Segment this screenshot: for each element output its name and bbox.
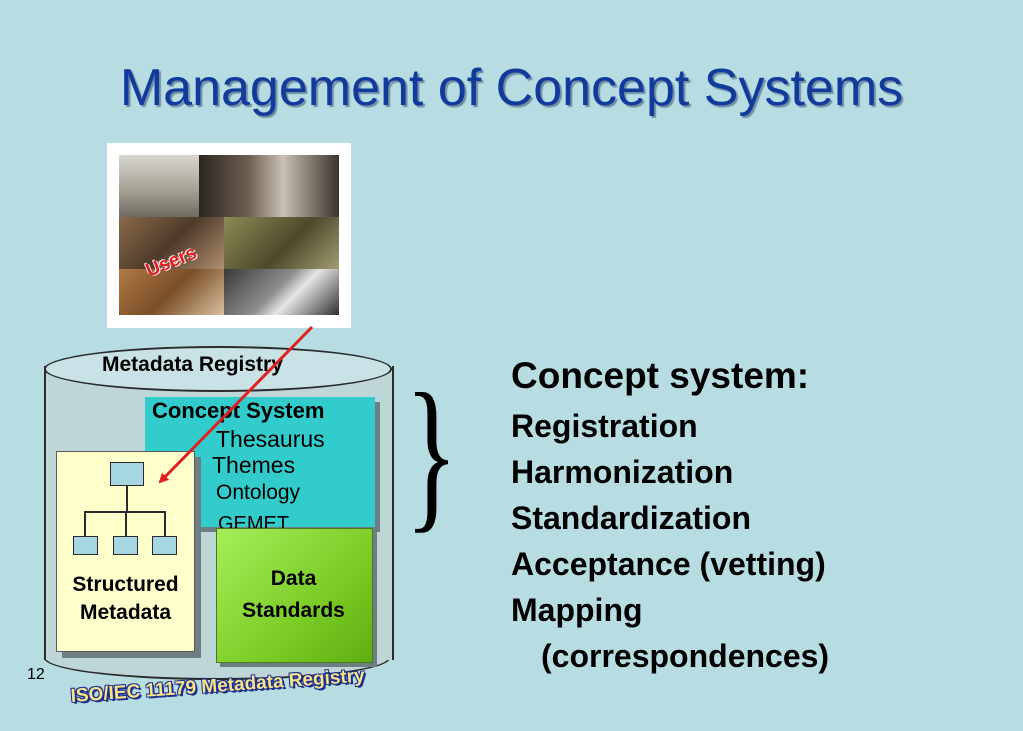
data-standards-box bbox=[216, 528, 373, 663]
tree-connector bbox=[164, 511, 166, 537]
data-standards-line1: Data bbox=[270, 567, 317, 590]
computer-user-photo bbox=[119, 269, 224, 315]
tree-connector bbox=[84, 511, 86, 537]
tree-connector bbox=[126, 486, 128, 512]
structured-metadata-label: Structured Metadata bbox=[56, 571, 195, 627]
tree-child-node bbox=[73, 536, 98, 555]
data-standards-line2: Standards bbox=[242, 599, 345, 622]
list-item-mapping: Mapping bbox=[511, 592, 643, 628]
grouping-brace: } bbox=[405, 359, 459, 547]
data-standards-label: Data Standards bbox=[216, 563, 371, 627]
cylinder-top bbox=[44, 346, 392, 392]
users-photo-collage bbox=[107, 143, 351, 328]
capitol-building-photo bbox=[119, 155, 199, 217]
structured-metadata-line2: Metadata bbox=[79, 601, 172, 624]
lab-photo bbox=[224, 217, 339, 269]
list-item-standardization: Standardization bbox=[511, 500, 752, 536]
metadata-registry-label: Metadata Registry bbox=[102, 353, 283, 376]
business-people-photo bbox=[199, 155, 339, 217]
slide-title: Management of Concept Systems bbox=[119, 59, 904, 117]
concept-system-heading: Concept system: bbox=[511, 355, 810, 396]
page-number: 12 bbox=[27, 666, 45, 683]
meeting-photo bbox=[119, 217, 224, 269]
office-worker-photo bbox=[224, 269, 339, 315]
concept-system-activities: Registration Harmonization Standardizati… bbox=[511, 403, 829, 679]
list-item-harmonization: Harmonization bbox=[511, 454, 734, 490]
list-item-correspondences: (correspondences) bbox=[541, 638, 830, 674]
concept-item-themes: Themes bbox=[212, 452, 296, 478]
concept-item-ontology: Ontology bbox=[216, 481, 301, 504]
tree-child-node bbox=[152, 536, 177, 555]
list-item-acceptance: Acceptance (vetting) bbox=[511, 546, 826, 582]
structured-metadata-line1: Structured bbox=[72, 573, 179, 596]
tree-root-node bbox=[110, 462, 144, 486]
concept-item-thesaurus: Thesaurus bbox=[216, 426, 325, 452]
tree-connector bbox=[125, 511, 127, 537]
tree-child-node bbox=[113, 536, 138, 555]
list-item-registration: Registration bbox=[511, 408, 698, 444]
photo-collage-tiles bbox=[119, 155, 339, 315]
